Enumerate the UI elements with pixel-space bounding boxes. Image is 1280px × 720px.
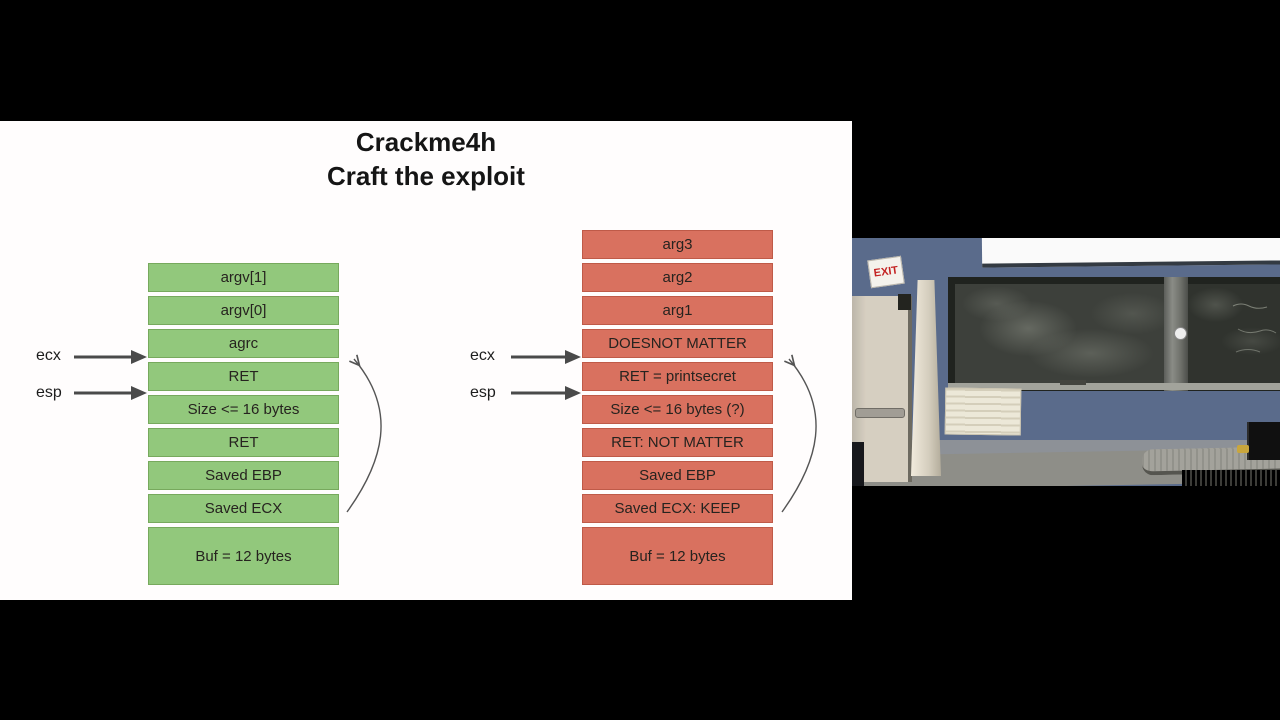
ecx-register-label-right: ecx [470,347,495,364]
blackboard-right-panel [1188,284,1280,388]
slide-title-line1: Crackme4h [355,127,497,157]
ecx-register-label-left: ecx [36,347,61,364]
yellow-object [1237,445,1249,453]
stack-cell: RET [148,428,339,457]
esp-register-label-right: esp [470,384,496,401]
classroom-camera-feed: EXIT [852,238,1280,486]
stack-cell: argv[0] [148,296,339,325]
wall-device [898,294,911,310]
stack-cell: Saved EBP [582,461,773,490]
stack-cell: argv[1] [148,263,339,292]
exit-sign: EXIT [867,255,905,289]
stack-cell: arg2 [582,263,773,292]
stack-cell-buffer: Buf = 12 bytes [582,527,773,585]
chalk-tray [948,383,1280,390]
stack-cell: Saved ECX: KEEP [582,494,773,523]
dark-object [852,442,864,486]
stack-diagram-exploit: arg3 arg2 arg1 DOESNOT MATTER RET = prin… [582,230,773,589]
projector-screen [981,238,1280,268]
stack-cell: RET [148,362,339,391]
stack-cell: Size <= 16 bytes [148,395,339,424]
stack-cell: arg1 [582,296,773,325]
stack-cell: arg3 [582,230,773,259]
corner-pillar [911,280,941,476]
wall-poster [944,387,1022,436]
saved-ecx-curve-arrow-left-icon [346,359,382,513]
ecx-arrow-left-icon [74,350,147,364]
slide-title-line2: Craft the exploit [327,161,525,191]
esp-register-label-left: esp [36,384,62,401]
saved-ecx-curve-arrow-right-icon [781,359,817,513]
esp-arrow-right-icon [511,386,581,400]
presentation-slide: Crackme4h Craft the exploit argv[1] argv… [0,121,852,600]
black-equipment-box [1247,422,1280,460]
chalk-eraser [1060,380,1086,385]
stack-cell: RET: NOT MATTER [582,428,773,457]
esp-arrow-left-icon [74,386,147,400]
stack-cell-buffer: Buf = 12 bytes [148,527,339,585]
slide-title: Crackme4h Craft the exploit [0,125,852,193]
chalk-writing [1232,303,1277,353]
stack-cell: Saved ECX [148,494,339,523]
desk-grille [1182,470,1280,486]
stack-cell: agrc [148,329,339,358]
stack-cell: Saved EBP [148,461,339,490]
blackboard-left-panel [955,284,1164,383]
stack-cell: RET = printsecret [582,362,773,391]
stack-cell: DOESNOT MATTER [582,329,773,358]
ecx-arrow-right-icon [511,350,581,364]
round-sticker [1174,327,1187,340]
door-push-bar [855,408,905,418]
stack-diagram-original: argv[1] argv[0] agrc RET Size <= 16 byte… [148,263,339,589]
stack-cell: Size <= 16 bytes (?) [582,395,773,424]
